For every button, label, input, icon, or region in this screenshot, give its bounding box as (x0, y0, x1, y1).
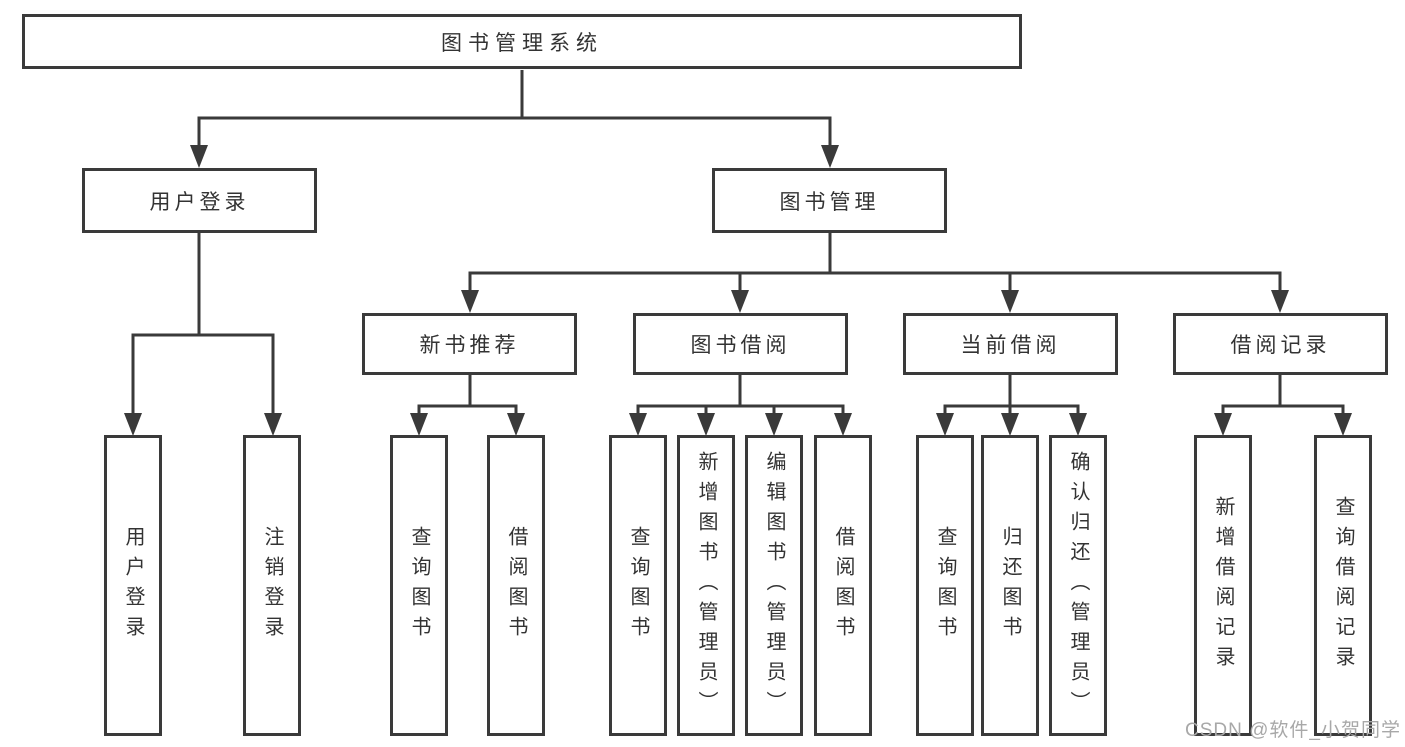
leaf-query-borrow-record: 查询借阅记录 (1314, 435, 1372, 736)
leaf-add-book-admin: 新增图书（管理员） (677, 435, 735, 736)
leaf-borrow-books-recommend: 借阅图书 (487, 435, 545, 736)
arrowhead-icons (124, 145, 1352, 436)
csdn-watermark: CSDN @软件_小贺同学 (1185, 720, 1401, 741)
leaf-borrow-books-recommend-label: 借阅图书 (505, 525, 527, 646)
leaf-add-borrow-record: 新增借阅记录 (1194, 435, 1252, 736)
node-borrow-records: 借阅记录 (1173, 313, 1388, 375)
leaf-return-book: 归还图书 (981, 435, 1039, 736)
leaf-query-books-borrowing-label: 查询图书 (627, 525, 649, 646)
node-current-borrowing-label: 当前借阅 (960, 334, 1061, 357)
leaf-edit-book-admin-label: 编辑图书（管理员） (763, 450, 785, 721)
node-root-label: 图书管理系统 (441, 31, 603, 55)
leaf-query-books-current: 查询图书 (916, 435, 974, 736)
node-book-borrowing-label: 图书借阅 (690, 334, 791, 357)
leaf-query-books-recommend-label: 查询图书 (408, 525, 430, 646)
node-borrow-records-label: 借阅记录 (1230, 334, 1331, 357)
node-root: 图书管理系统 (22, 14, 1022, 69)
leaf-borrow-books-borrowing: 借阅图书 (814, 435, 872, 736)
leaf-query-borrow-record-label: 查询借阅记录 (1332, 495, 1354, 676)
leaf-confirm-return-admin: 确认归还（管理员） (1049, 435, 1107, 736)
leaf-query-books-borrowing: 查询图书 (609, 435, 667, 736)
node-new-book-recommend: 新书推荐 (362, 313, 577, 375)
leaf-user-login-label: 用户登录 (122, 525, 144, 646)
leaf-add-borrow-record-label: 新增借阅记录 (1212, 495, 1234, 676)
node-current-borrowing: 当前借阅 (903, 313, 1118, 375)
leaf-query-books-recommend: 查询图书 (390, 435, 448, 736)
leaf-logout-label: 注销登录 (261, 525, 283, 646)
node-book-borrowing: 图书借阅 (633, 313, 848, 375)
node-book-management: 图书管理 (712, 168, 947, 233)
leaf-add-book-admin-label: 新增图书（管理员） (695, 450, 717, 721)
node-user-login-label: 用户登录 (149, 190, 250, 214)
leaf-query-books-current-label: 查询图书 (934, 525, 956, 646)
node-user-login: 用户登录 (82, 168, 317, 233)
leaf-user-login: 用户登录 (104, 435, 162, 736)
leaf-borrow-books-borrowing-label: 借阅图书 (832, 525, 854, 646)
leaf-confirm-return-admin-label: 确认归还（管理员） (1067, 450, 1089, 721)
node-book-management-label: 图书管理 (779, 190, 880, 214)
leaf-logout: 注销登录 (243, 435, 301, 736)
leaf-edit-book-admin: 编辑图书（管理员） (745, 435, 803, 736)
node-new-book-recommend-label: 新书推荐 (419, 334, 520, 357)
leaf-return-book-label: 归还图书 (999, 525, 1021, 646)
